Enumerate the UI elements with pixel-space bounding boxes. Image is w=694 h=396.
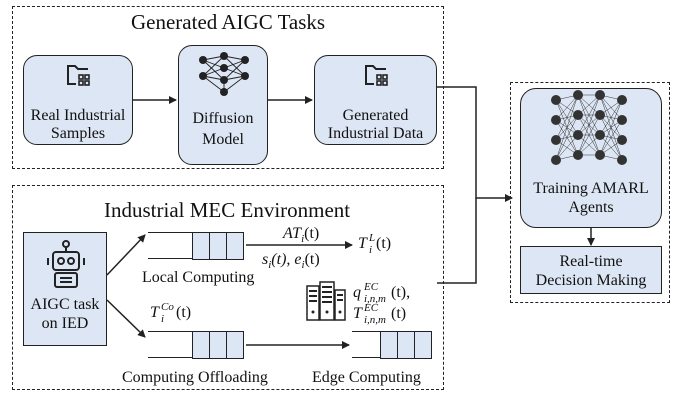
real-industrial-samples-node: Real Industrial Samples: [23, 55, 133, 145]
environment-panel-title: Industrial MEC Environment: [104, 198, 351, 222]
tl-sub: i: [369, 244, 373, 257]
arrow-task-to-local: [106, 234, 146, 276]
at-sub: i: [301, 233, 305, 246]
decision-label-line1: Real-time: [559, 253, 623, 270]
tec-sub: i,n,m: [364, 314, 386, 327]
tco-base: T: [150, 304, 159, 322]
diffusion-model-node: Diffusion Model: [178, 45, 268, 165]
q-sup: EC: [364, 281, 379, 294]
arrow-task-to-offloading: [106, 299, 146, 338]
aigc-task-label-line1: AIGC task: [30, 296, 100, 313]
real-samples-label-line2: Samples: [50, 125, 106, 142]
queue-rail-bottom: [148, 258, 192, 259]
generated-industrial-data-node: Generated Industrial Data: [314, 55, 437, 145]
se-sub2: i: [301, 259, 305, 272]
queue-rail-top: [352, 331, 380, 332]
computing-offloading-label: Computing Offloading: [122, 369, 268, 386]
tl-sup: L: [369, 232, 376, 245]
folder-grid-icon: [365, 65, 388, 86]
edge-computing-queue: [352, 331, 434, 359]
training-label-line2: Agents: [568, 199, 614, 216]
q-base: q: [353, 284, 361, 302]
at-arg: (t): [304, 225, 320, 242]
generated-aigc-tasks-panel: [12, 6, 444, 169]
se-end: (t): [304, 251, 320, 268]
state-energy-label: si(t), ei(t): [262, 250, 320, 275]
generated-data-label-line1: Generated: [342, 107, 409, 124]
se-s: s: [262, 251, 269, 268]
robot-icon: [47, 240, 85, 288]
aigc-task-label-line2: on IED: [41, 315, 89, 332]
se-sub1: i: [268, 259, 272, 272]
queue-rail-bottom: [148, 357, 192, 358]
decision-making-node: Real-time Decision Making: [520, 246, 662, 294]
queue-rail-top: [148, 232, 192, 233]
diffusion-label-line2: Model: [202, 131, 244, 148]
decision-label-line2: Decision Making: [535, 272, 647, 289]
neural-network-icon: [199, 52, 249, 96]
queue-cell: [226, 331, 244, 359]
queue-cell: [226, 232, 244, 260]
tco-arg: (t): [176, 304, 192, 321]
queue-rail-top: [148, 331, 192, 332]
offload-time-label: T Co i (t): [150, 301, 192, 325]
tec-sup: EC: [364, 302, 379, 315]
at-base: AT: [283, 225, 302, 242]
tco-sub: i: [161, 313, 165, 326]
tl-base: T: [358, 235, 367, 253]
generated-panel-title: Generated AIGC Tasks: [131, 10, 326, 34]
aigc-task-node: AIGC task on IED: [23, 232, 107, 346]
queue-cell: [414, 331, 432, 359]
industrial-mec-panel: [12, 185, 444, 390]
tec-base: T: [353, 305, 362, 323]
folder-grid-icon: [67, 65, 90, 86]
q-sub: i,n,m: [364, 293, 386, 306]
queue-rail-bottom: [352, 357, 380, 358]
training-label-line1: Training AMARL: [533, 180, 649, 197]
arrival-time-label: ATi(t): [283, 224, 319, 249]
arrow-generated-to-training: [437, 86, 513, 202]
diffusion-label-line1: Diffusion: [192, 110, 254, 127]
local-computing-label: Local Computing: [142, 269, 255, 286]
real-samples-label-line1: Real Industrial: [30, 107, 126, 124]
tl-arg: (t): [376, 235, 392, 252]
edge-computing-label: Edge Computing: [312, 369, 421, 386]
local-latency-label: T L i (t): [358, 232, 392, 256]
edge-latency-label: T EC i,n,m (t): [353, 302, 407, 326]
tec-arg: (t): [391, 305, 407, 322]
offloading-queue: [148, 331, 246, 359]
agent-panel: [510, 82, 670, 303]
tco-sup: Co: [161, 301, 174, 314]
local-computing-queue: [148, 232, 246, 260]
generated-data-label-line2: Industrial Data: [327, 125, 424, 142]
edge-queue-label: q EC i,n,m (t),: [353, 281, 411, 305]
se-mid: (t), e: [271, 251, 302, 268]
arrow-environment-to-training: [437, 198, 477, 284]
q-arg: (t),: [391, 284, 411, 301]
